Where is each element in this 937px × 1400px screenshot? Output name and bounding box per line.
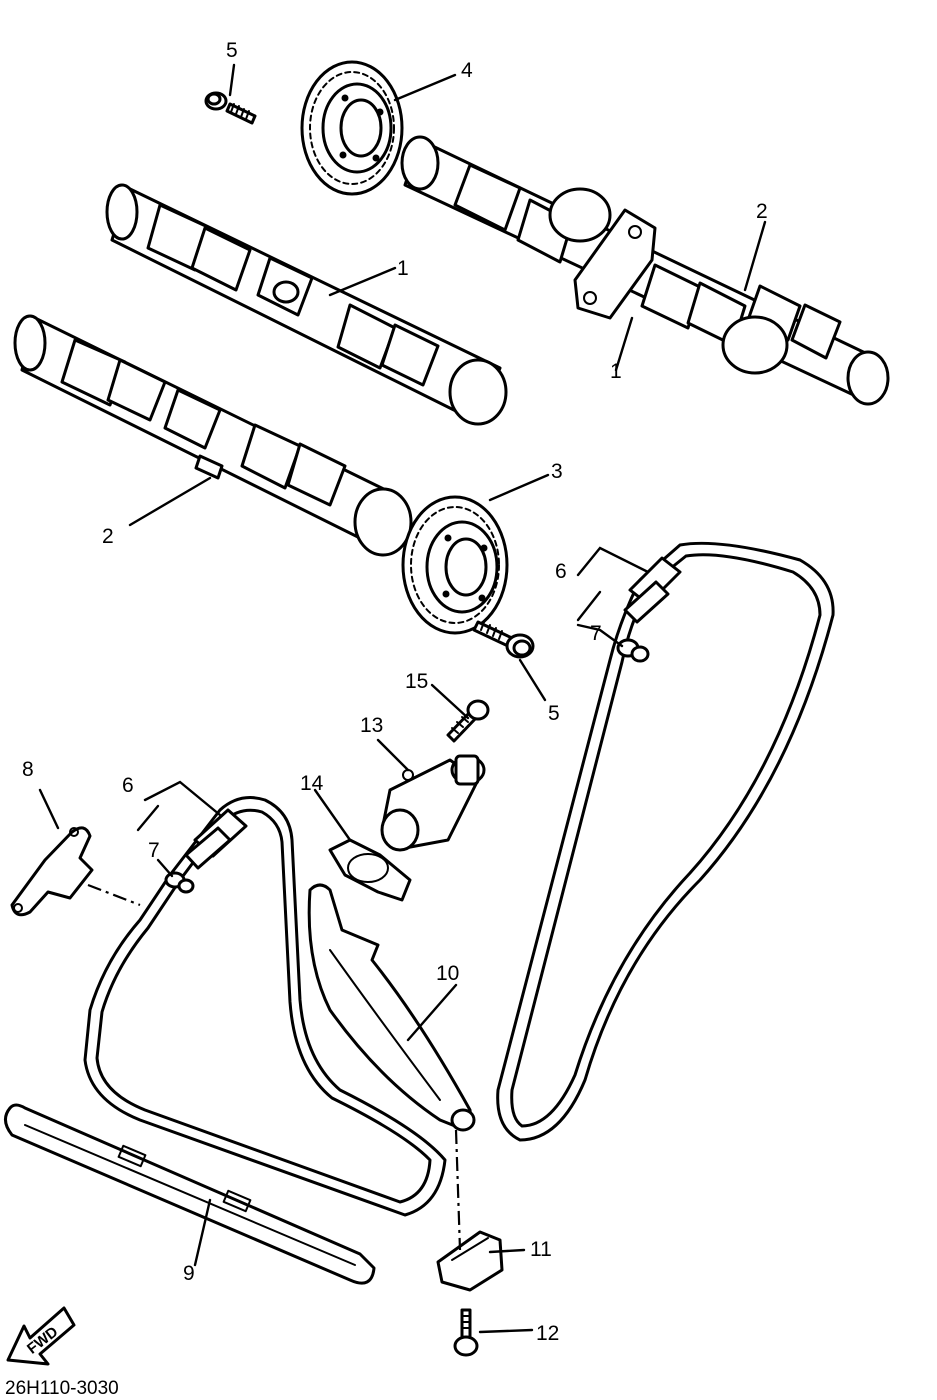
callout-13: 13 — [360, 714, 383, 737]
cam-chain-right — [496, 541, 835, 1142]
tensioner-gasket — [328, 838, 412, 902]
callout-4: 4 — [461, 59, 473, 82]
chain-tensioner-guide — [307, 883, 476, 1132]
camshaft-middle — [105, 183, 508, 426]
cam-sprocket-lower — [401, 495, 509, 635]
forward-arrow-icon: FWD — [6, 1306, 76, 1366]
callout-1-upper-cap: 1 — [610, 360, 622, 383]
tensioner-bolt — [446, 699, 490, 743]
drawing-code: 26H110-3030 — [5, 1378, 119, 1399]
guide-stopper — [436, 1230, 504, 1292]
callout-15: 15 — [405, 670, 428, 693]
camshaft-cap-upper — [573, 208, 657, 320]
callout-1-middle: 1 — [397, 257, 409, 280]
callout-3: 3 — [551, 460, 563, 483]
callout-10: 10 — [436, 962, 459, 985]
callout-6-right: 6 — [555, 560, 567, 583]
cam-sprocket-upper — [300, 60, 404, 196]
callout-7-right: 7 — [590, 622, 602, 645]
cam-chain-tensioner — [380, 754, 486, 852]
callout-9: 9 — [183, 1262, 195, 1285]
chain-guide-top — [10, 826, 94, 917]
cam-chain-left — [83, 796, 447, 1217]
callout-2-lower: 2 — [102, 525, 114, 548]
callout-5-lower: 5 — [548, 702, 560, 725]
chain-guide-bottom — [4, 1103, 376, 1285]
callout-5-upper: 5 — [226, 39, 238, 62]
callout-14: 14 — [300, 772, 324, 795]
guide-stopper-bolt — [453, 1308, 479, 1357]
callout-12: 12 — [536, 1322, 559, 1345]
leader-lines — [38, 63, 767, 1334]
chain-joint-link-left — [164, 871, 195, 894]
callout-7-left: 7 — [148, 839, 160, 862]
sprocket-bolt-upper — [204, 91, 257, 125]
callout-11: 11 — [530, 1238, 552, 1261]
callout-2-upper: 2 — [756, 200, 768, 223]
chain-joint-link-right — [616, 638, 650, 663]
camshaft-lower — [13, 314, 413, 557]
callout-6-left: 6 — [122, 774, 134, 797]
sprocket-bolt-lower — [472, 620, 535, 659]
callout-8: 8 — [22, 758, 34, 781]
